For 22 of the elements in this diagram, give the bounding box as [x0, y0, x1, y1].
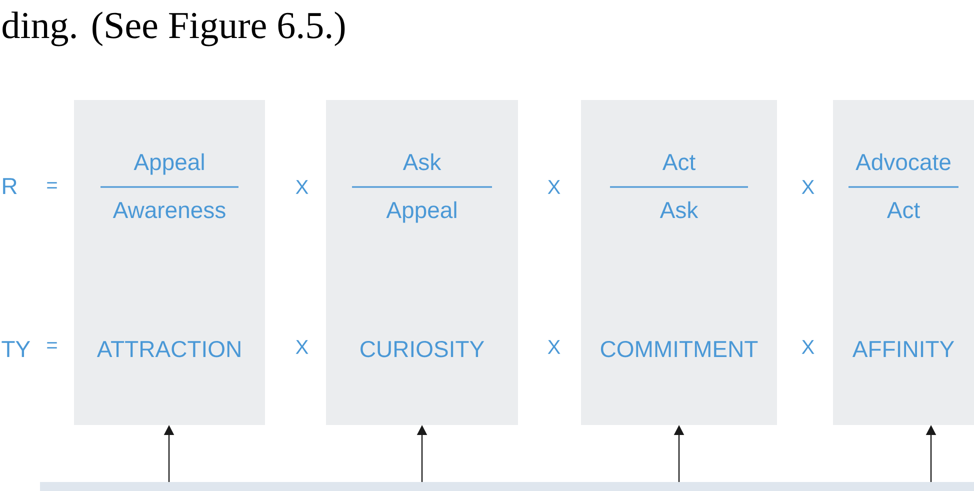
fraction-numerator: Advocate [856, 153, 950, 170]
fraction-denominator: Awareness [112, 202, 226, 218]
row-label: R [3, 178, 17, 194]
factor-label: AFFINITY [852, 341, 954, 357]
band [40, 482, 974, 491]
times-sign: X [548, 340, 560, 354]
fraction-denominator: Ask [660, 201, 698, 218]
times-sign: X [548, 180, 560, 194]
body-text: ding. (See Figure 6.5.) [2, 12, 345, 46]
fraction-denominator: Act [886, 202, 920, 218]
row-label: TY [2, 341, 30, 357]
factor-label: COMMITMENT [600, 340, 758, 358]
times-sign: X [296, 180, 308, 194]
fraction-denominator: Appeal [386, 201, 456, 223]
times-sign: X [802, 180, 814, 194]
times-sign: X [296, 340, 308, 354]
fraction-numerator: Ask [402, 153, 442, 170]
factor-label: CURIOSITY [360, 340, 484, 358]
times-sign: X [802, 340, 814, 354]
factor-label: ATTRACTION [96, 340, 240, 358]
fraction-numerator: Act [662, 154, 696, 170]
fraction-numerator: Appeal [134, 153, 204, 175]
